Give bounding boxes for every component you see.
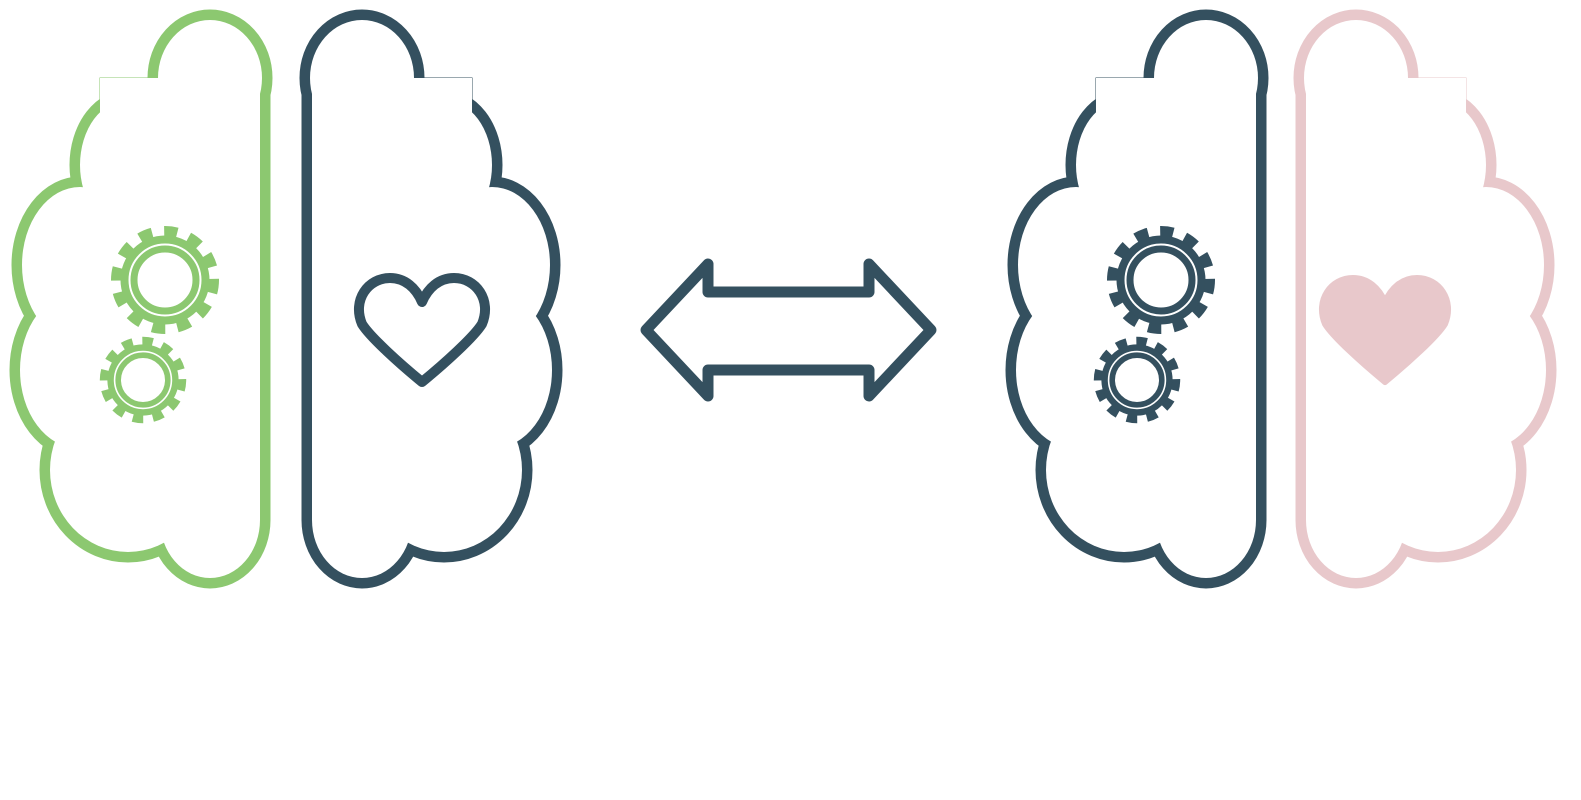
left-brain-emotion-half [299, 9, 563, 589]
heart-outline-icon [353, 273, 491, 387]
double-arrow-icon [640, 258, 937, 402]
heart-filled-icon [1318, 275, 1452, 385]
